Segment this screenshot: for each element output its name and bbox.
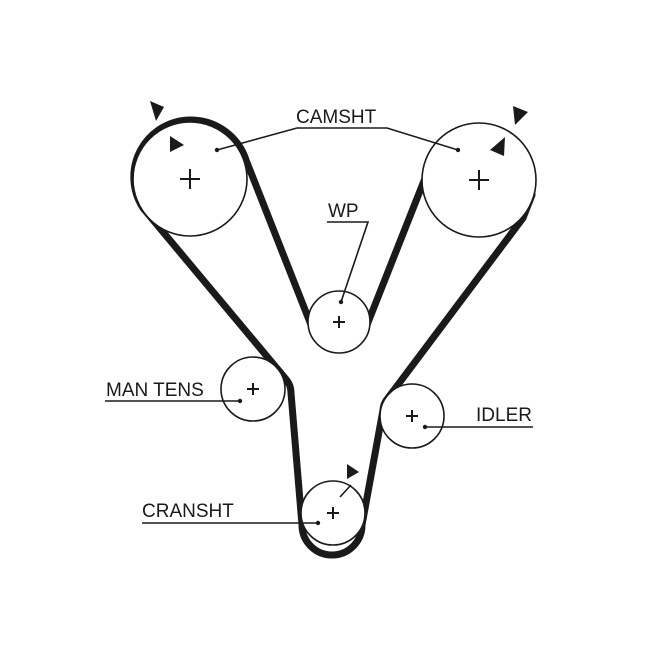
- timing-mark-arrow-icon: [490, 137, 505, 156]
- timing-mark-arrow-icon: [513, 106, 528, 125]
- idler-pulley: [379, 383, 445, 449]
- camsht-label: CAMSHT: [296, 107, 377, 128]
- camsht-leader-line: [216, 127, 459, 151]
- timing-mark-arrow-icon: [170, 136, 184, 152]
- timing-mark-arrow-icon: [150, 101, 164, 121]
- man-tens-label: MAN TENS: [106, 380, 204, 401]
- camshaft-pulley-left: [132, 101, 248, 237]
- wp-leader-line: [327, 221, 370, 303]
- manual-tensioner-pulley: [220, 356, 286, 422]
- water-pump-pulley: [307, 290, 371, 354]
- wp-label: WP: [328, 201, 359, 222]
- cransht-label: CRANSHT: [142, 501, 234, 522]
- idler-label: IDLER: [476, 405, 532, 426]
- timing-mark-arrow-icon: [347, 464, 359, 479]
- camshaft-pulley-right: [421, 106, 537, 238]
- crankshaft-pulley: [300, 464, 366, 546]
